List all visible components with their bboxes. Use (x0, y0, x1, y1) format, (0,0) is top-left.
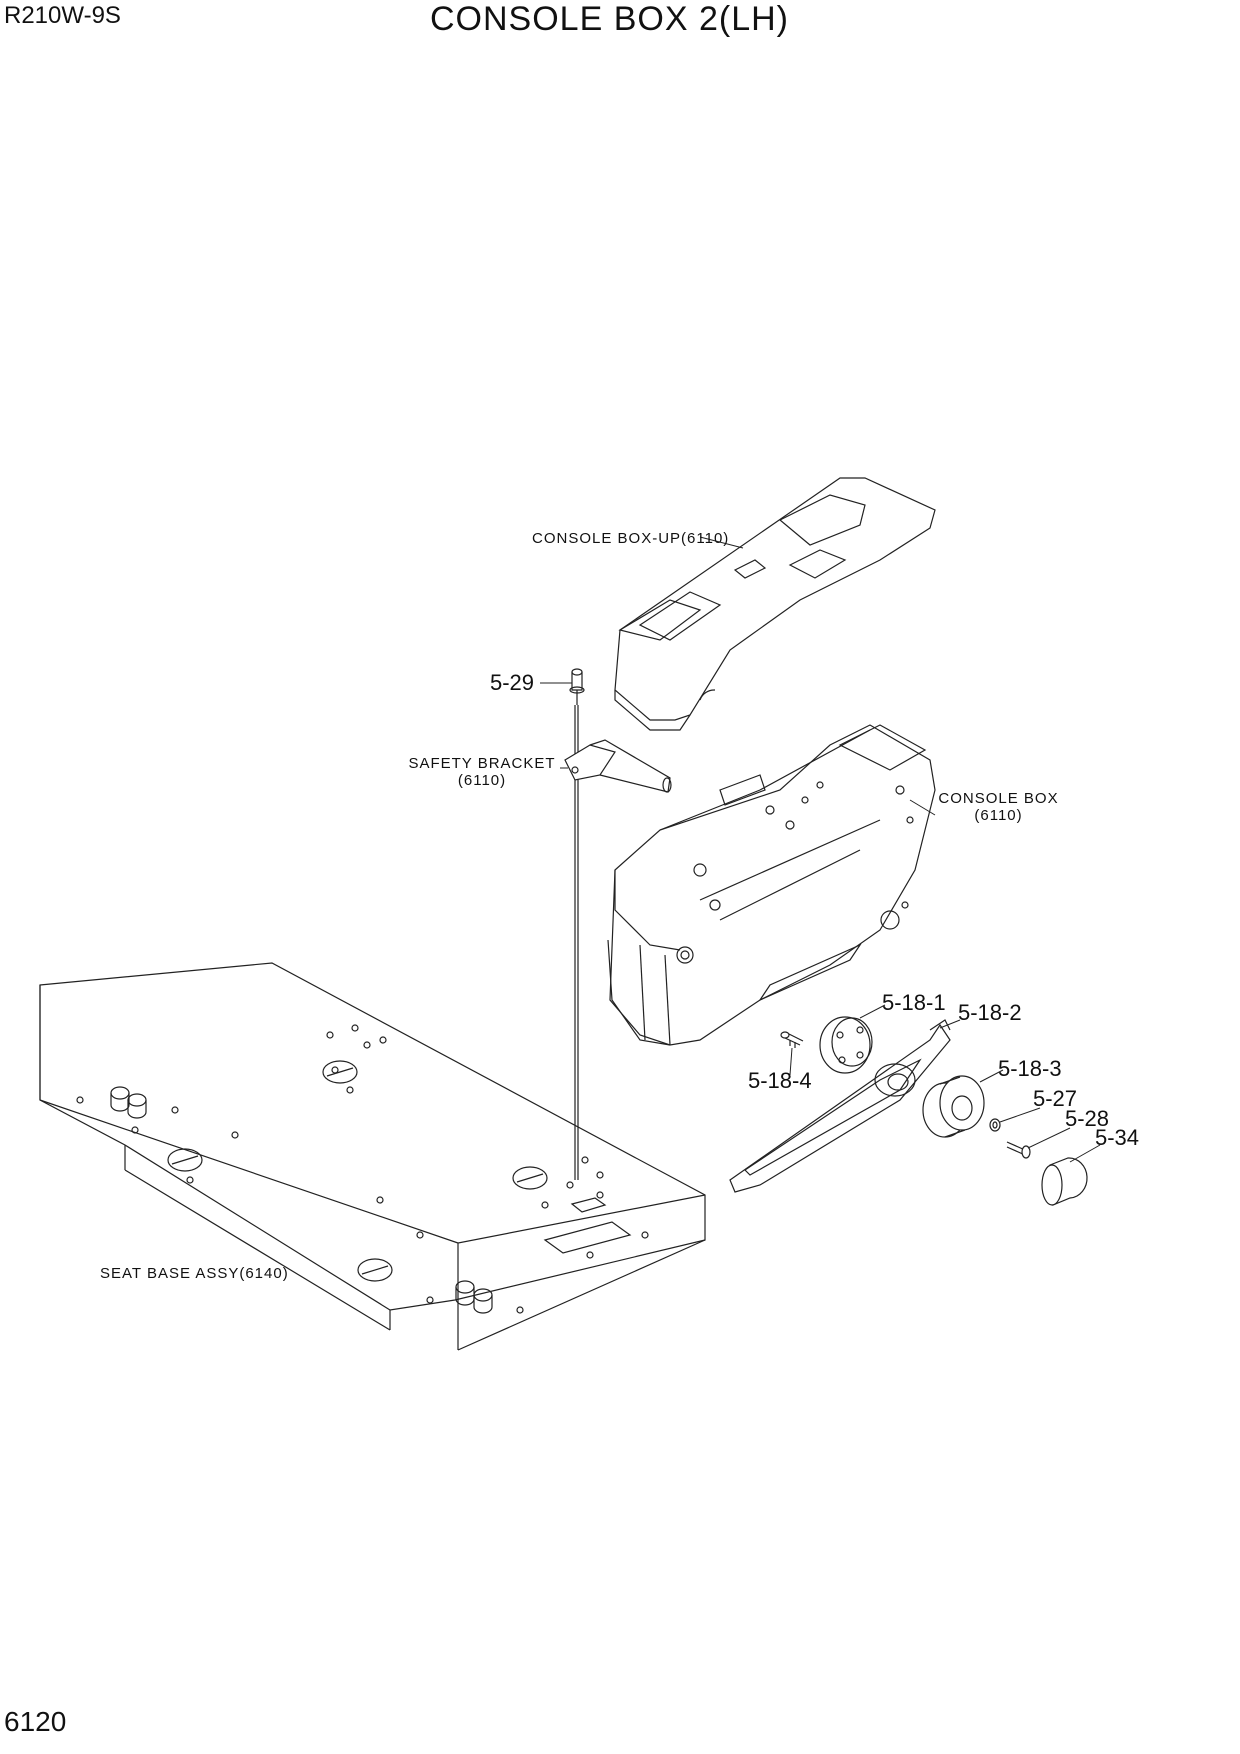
page-number: 6120 (4, 1706, 67, 1737)
safety-bracket-rod-part (570, 669, 584, 1180)
label-seat-base-assy: SEAT BASE ASSY(6140) (100, 1265, 289, 1282)
callout-5-28: 5-28 (1065, 1106, 1110, 1131)
hub-5-18-3-part (923, 1076, 984, 1137)
label-console-box-name: CONSOLE BOX (938, 790, 1059, 807)
cap-5-34-part (1042, 1158, 1087, 1205)
model-number: R210W-9S (4, 2, 121, 29)
leader-lines (540, 537, 1100, 1162)
safety-bracket-part (565, 740, 671, 792)
label-console-box-ref: (6110) (974, 807, 1023, 824)
callout-5-34: 5-34 (1095, 1125, 1140, 1150)
label-console-box-up: CONSOLE BOX-UP(6110) (532, 530, 730, 547)
console-box-part (608, 725, 935, 1045)
label-console-box: CONSOLE BOX (6110) (936, 790, 1061, 824)
page-title: CONSOLE BOX 2(LH) (430, 0, 789, 38)
bolt-5-18-4-part (781, 1032, 803, 1048)
label-safety-bracket-name: SAFETY BRACKET (408, 755, 556, 772)
callout-5-18-1: 5-18-1 (882, 990, 946, 1015)
bolt-5-28-part (1007, 1142, 1030, 1158)
callout-5-18-4: 5-18-4 (748, 1068, 812, 1093)
callout-5-18-3: 5-18-3 (998, 1056, 1062, 1081)
callout-5-29: 5-29 (490, 670, 535, 695)
label-safety-bracket-ref: (6110) (457, 772, 507, 789)
console-box-up-part (615, 478, 935, 730)
ring-plate-5-18-1-part (820, 1017, 872, 1073)
washer-5-27-part (990, 1119, 1000, 1131)
seat-base-holes (77, 1025, 648, 1313)
arm-5-18-2-part (730, 1020, 950, 1192)
seat-base-assy-part (40, 963, 705, 1350)
callout-5-27: 5-27 (1033, 1086, 1078, 1111)
callout-5-18-2: 5-18-2 (958, 1000, 1022, 1025)
label-safety-bracket: SAFETY BRACKET (6110) (405, 755, 559, 789)
